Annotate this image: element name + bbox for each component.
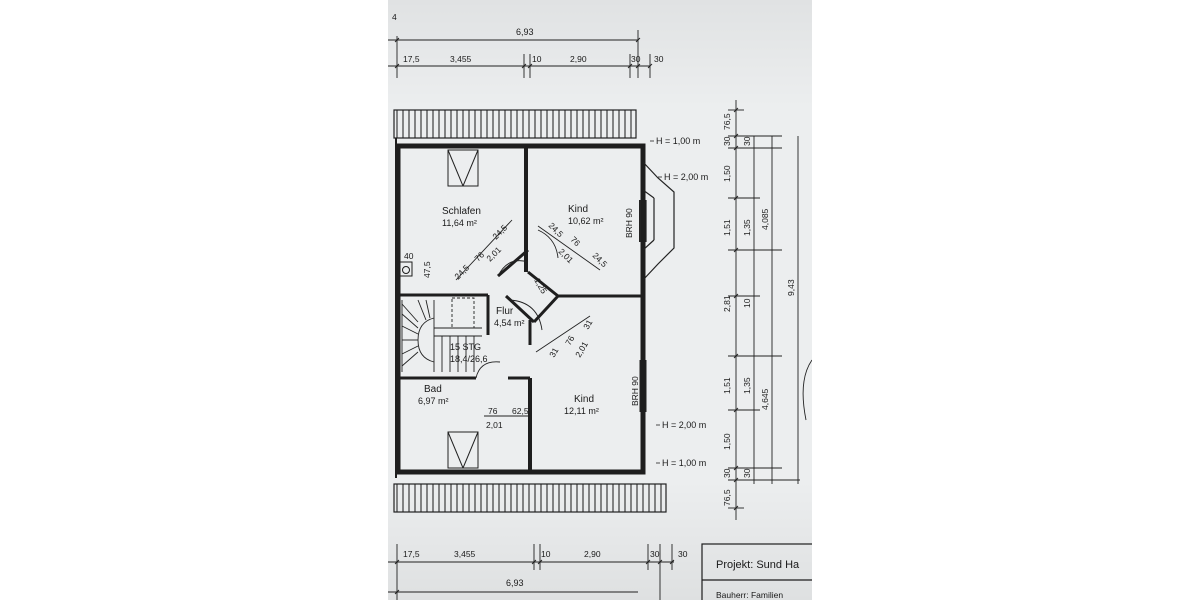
dim-right-mid: 1,35 bbox=[742, 377, 752, 394]
door-dim-kind-top: 2,01 bbox=[557, 246, 576, 265]
door-swings bbox=[475, 229, 559, 379]
brh-kind-bottom: BRH 90 bbox=[630, 376, 640, 406]
height-leaders bbox=[650, 140, 662, 464]
room-area-bad: 6,97 m² bbox=[418, 396, 449, 406]
door-dim-kind-top: 76 bbox=[569, 234, 583, 248]
dim-right-outer: 2,81 bbox=[722, 295, 732, 312]
dim-bottom-seg: 2,90 bbox=[584, 549, 601, 559]
door-dimension-lines bbox=[455, 219, 601, 417]
dim-right-outer: 1,50 bbox=[722, 165, 732, 182]
right-dimension-chain bbox=[728, 100, 812, 520]
room-area-kind-bottom: 12,11 m² bbox=[564, 406, 599, 416]
door-dim-kind-bottom: 31 bbox=[581, 318, 595, 331]
corner-label: 4 bbox=[392, 12, 397, 22]
door-dim-bad: 2,01 bbox=[486, 420, 503, 430]
dim-top-total: 6,93 bbox=[516, 27, 534, 37]
dim-right-outer: 76,5 bbox=[722, 489, 732, 506]
dim-right-inner: 4,085 bbox=[760, 208, 770, 230]
height-label: H = 1,00 m bbox=[656, 136, 700, 146]
floor-plan-sheet: 4 6,93 17,5 3,455 10 2,90 30 30 bbox=[388, 0, 812, 600]
dim-bottom-total: 6,93 bbox=[506, 578, 524, 588]
door-dim-kind-top: 24,5 bbox=[547, 220, 566, 239]
floor-plan-drawing: 4 6,93 17,5 3,455 10 2,90 30 30 bbox=[388, 12, 812, 600]
title-project: Projekt: Sund Ha bbox=[716, 559, 800, 571]
roof-band-bottom bbox=[393, 483, 667, 513]
dim-right-mid: 30 bbox=[742, 136, 752, 146]
dim-bottom-seg: 30 bbox=[678, 549, 688, 559]
dim-right-mid: 1,35 bbox=[742, 219, 752, 236]
dim-top-seg: 10 bbox=[532, 54, 542, 64]
height-label: H = 2,00 m bbox=[664, 172, 708, 182]
dim-top-seg: 3,455 bbox=[450, 54, 472, 64]
dim-top-seg: 30 bbox=[654, 54, 664, 64]
dim-right-total: 9,43 bbox=[786, 279, 796, 296]
dim-bottom-seg: 30 bbox=[650, 549, 660, 559]
room-name-kind-top: Kind bbox=[568, 204, 588, 215]
door-dim-bad: 76 bbox=[488, 406, 498, 416]
dim-right-outer: 1,50 bbox=[722, 433, 732, 450]
dim-right-outer: 30 bbox=[722, 136, 732, 146]
door-dim-schlafen: 24,5 bbox=[452, 262, 471, 281]
bottom-dimension-chain bbox=[388, 544, 675, 600]
room-name-schlafen: Schlafen bbox=[442, 206, 481, 217]
room-name-kind-bottom: Kind bbox=[574, 394, 594, 405]
title-line2: Bauherr: Familien bbox=[716, 590, 783, 600]
dim-bottom-seg: 3,455 bbox=[454, 549, 476, 559]
dim-right-mid: 30 bbox=[742, 468, 752, 478]
top-dimension-chain bbox=[388, 30, 653, 78]
room-name-bad: Bad bbox=[424, 384, 442, 395]
staircase bbox=[401, 297, 482, 372]
title-block bbox=[701, 543, 812, 600]
height-label: H = 1,00 m bbox=[662, 458, 706, 468]
door-dim-small: 47,5 bbox=[422, 261, 432, 278]
door-dim-bad: 62,5 bbox=[512, 406, 529, 416]
brh-kind-top: BRH 90 bbox=[624, 208, 634, 238]
dim-right-mid: 10 bbox=[742, 298, 752, 308]
door-dim-flur: 1,25 bbox=[532, 276, 549, 296]
room-name-flur: Flur bbox=[496, 306, 514, 317]
room-area-kind-top: 10,62 m² bbox=[568, 216, 604, 226]
dim-right-outer: 30 bbox=[722, 468, 732, 478]
dim-right-outer: 76,5 bbox=[722, 113, 732, 130]
dim-right-outer: 1,51 bbox=[722, 377, 732, 394]
dim-bottom-seg: 10 bbox=[541, 549, 551, 559]
door-dim-kind-top: 24,5 bbox=[591, 250, 610, 269]
door-dim-schlafen: 2,01 bbox=[484, 244, 503, 263]
stair-count: 15 STG bbox=[450, 342, 481, 352]
walls bbox=[395, 138, 646, 478]
dim-top-seg: 2,90 bbox=[570, 54, 587, 64]
stair-ratio: 18,4/26,6 bbox=[450, 354, 488, 364]
room-area-schlafen: 11,64 m² bbox=[442, 218, 477, 228]
dim-right-outer: 1,51 bbox=[722, 219, 732, 236]
door-dim-kind-bottom: 76 bbox=[563, 334, 577, 347]
skylight-top bbox=[447, 149, 479, 187]
door-dim-small: 40 bbox=[404, 251, 414, 261]
height-label: H = 2,00 m bbox=[662, 420, 706, 430]
room-area-flur: 4,54 m² bbox=[494, 318, 525, 328]
door-dim-kind-bottom: 31 bbox=[547, 346, 561, 359]
dim-bottom-seg: 17,5 bbox=[403, 549, 420, 559]
dim-top-seg: 30 bbox=[631, 54, 641, 64]
dormer-top bbox=[639, 161, 675, 281]
dim-right-inner: 4,645 bbox=[760, 388, 770, 410]
window-bottom-right bbox=[639, 360, 647, 412]
door-dim-kind-bottom: 2,01 bbox=[573, 339, 590, 359]
roof-band-top bbox=[393, 109, 637, 139]
dim-top-seg: 17,5 bbox=[403, 54, 420, 64]
skylight-bottom bbox=[447, 431, 479, 469]
